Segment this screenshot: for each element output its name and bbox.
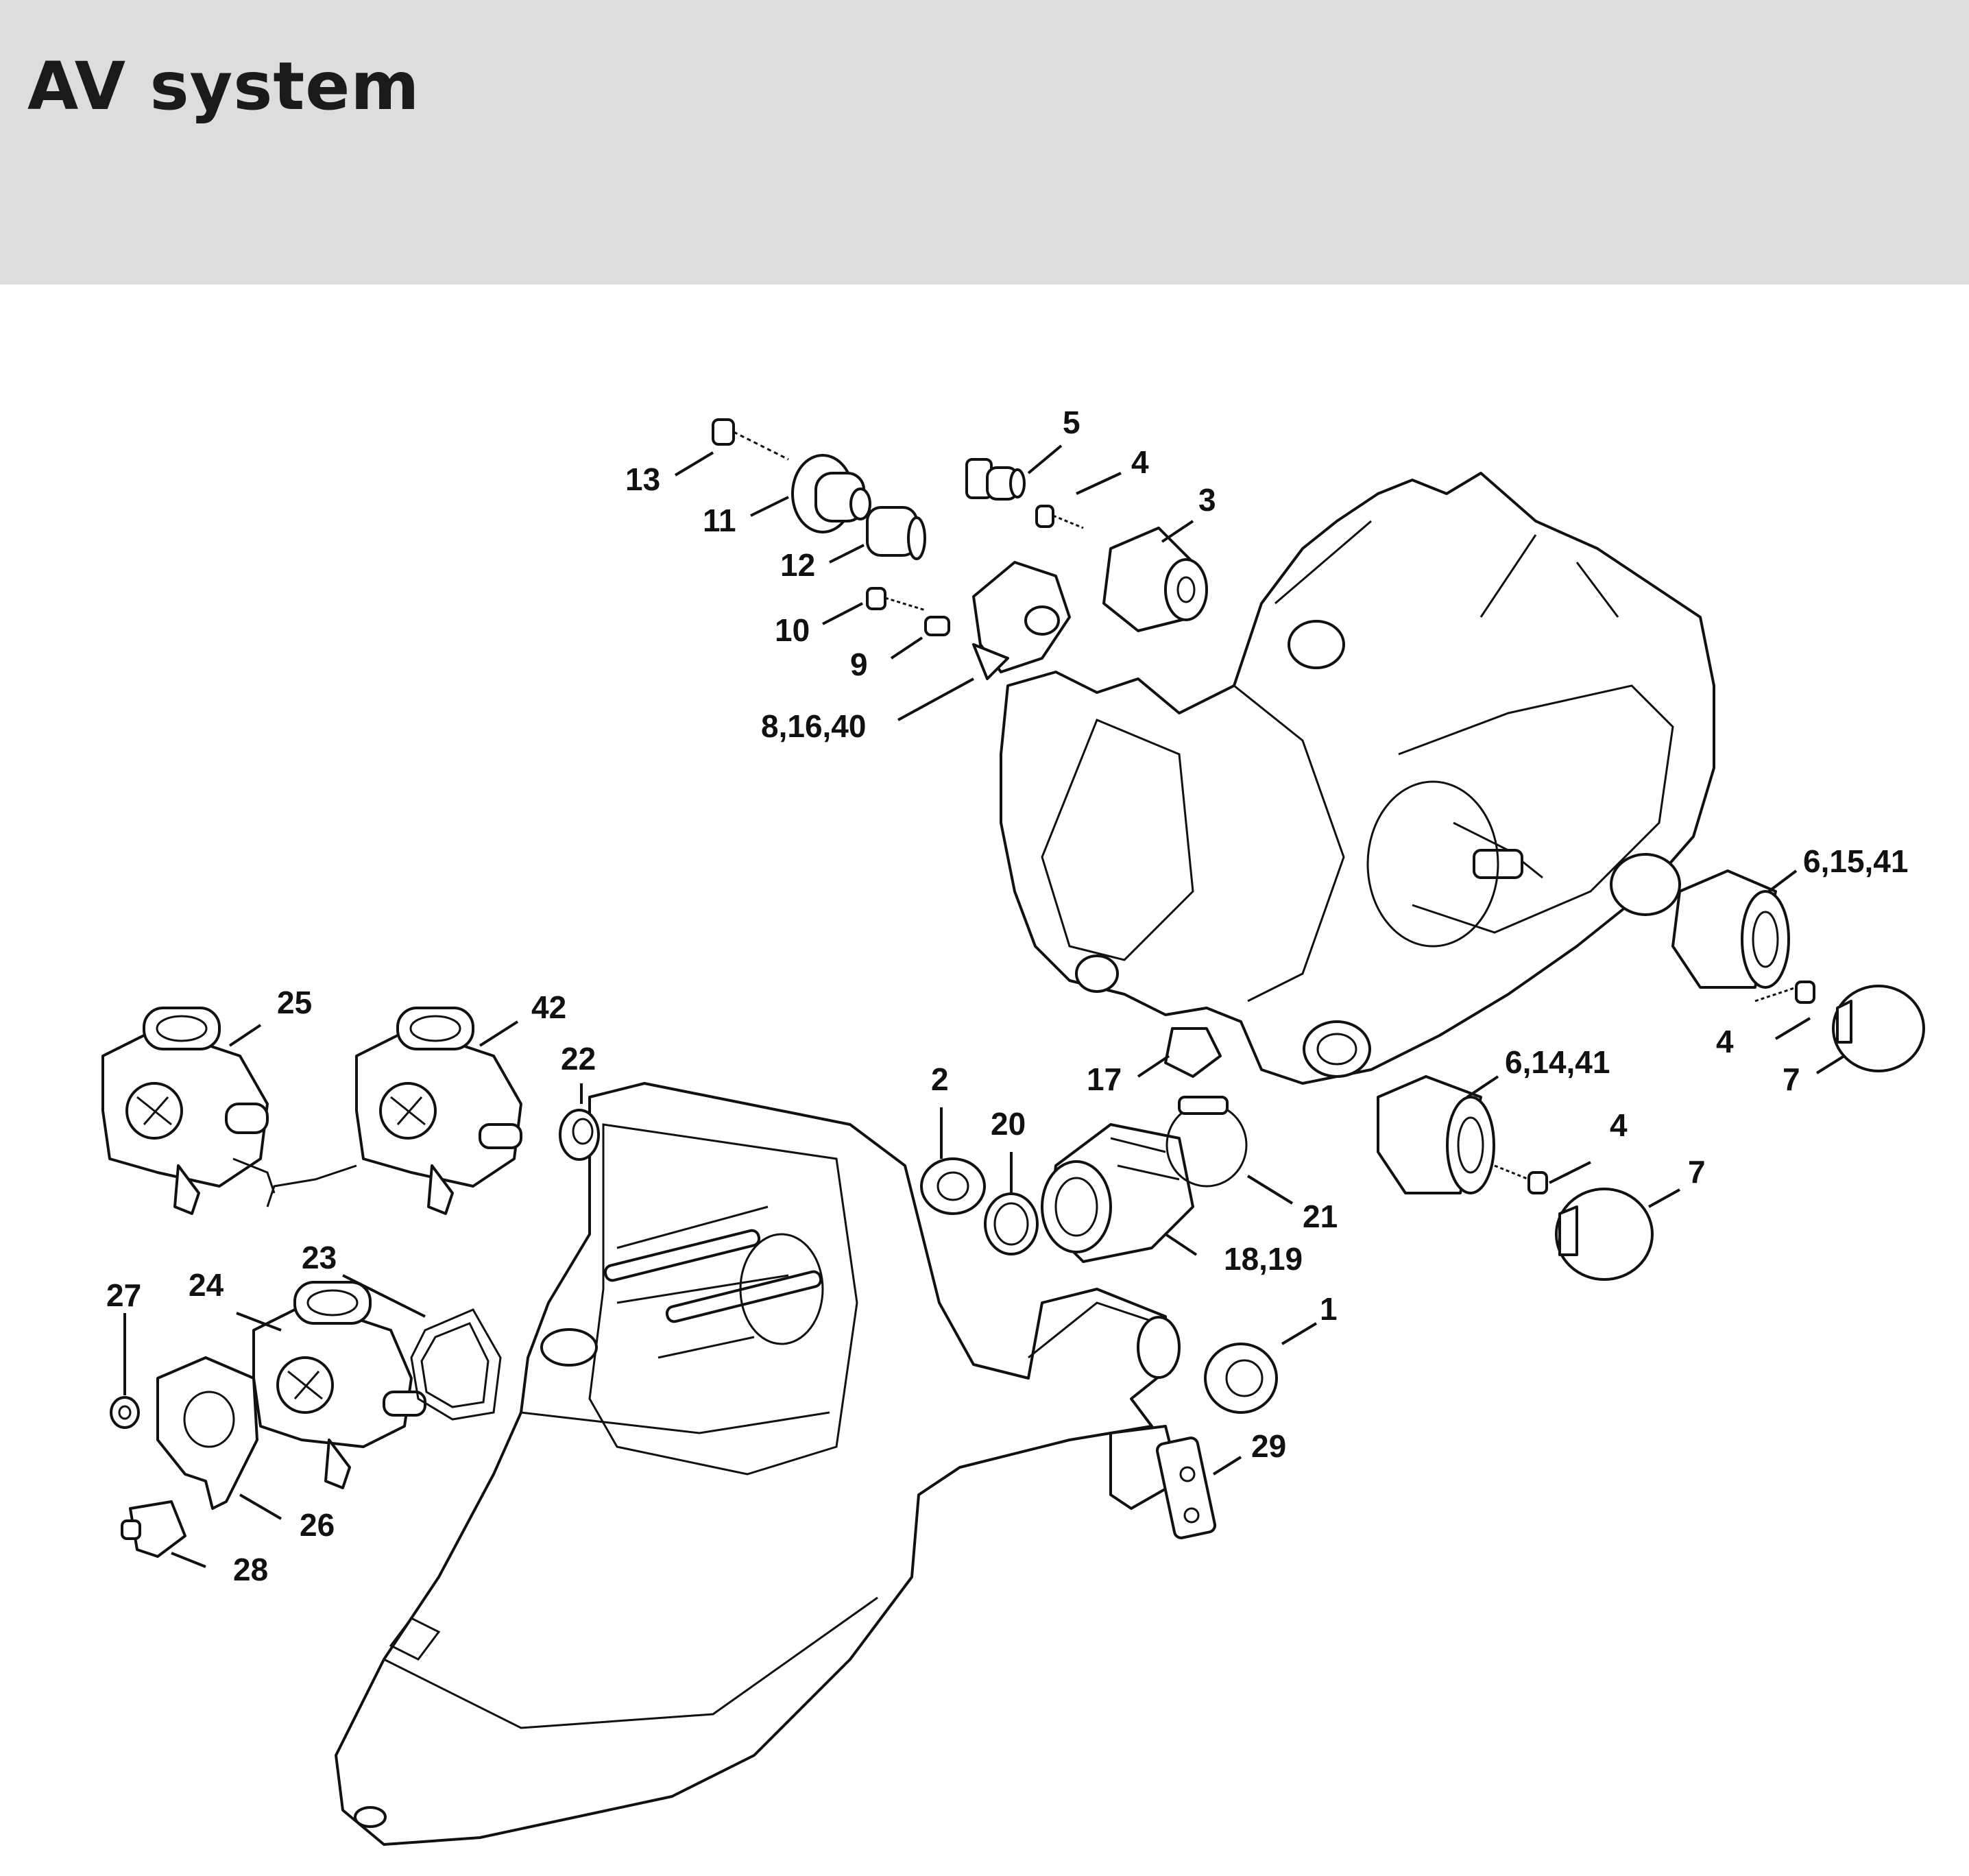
callout-4-lower: 4 [1610, 1107, 1628, 1143]
handle-housing [335, 1082, 1181, 1846]
callout-29: 29 [1251, 1428, 1286, 1464]
callout-8-16-40: 8,16,40 [761, 708, 866, 744]
callout-28: 28 [233, 1552, 268, 1587]
screw-13 [712, 418, 789, 461]
callout-24: 24 [189, 1267, 224, 1303]
grommet-22 [559, 1109, 600, 1161]
callout-6-14-41: 6,14,41 [1505, 1044, 1610, 1080]
callout-7-lower: 7 [1688, 1154, 1706, 1190]
intake-18-19 [1041, 1123, 1194, 1263]
gasket-23 [410, 1308, 502, 1421]
plate-26 [156, 1356, 258, 1510]
screw-4-right [1754, 981, 1815, 1004]
callout-4-top: 4 [1131, 444, 1149, 480]
callout-7-upper: 7 [1783, 1061, 1800, 1097]
buffer-29 [1109, 1425, 1217, 1539]
callout-20: 20 [991, 1106, 1026, 1142]
plug-17 [1164, 1027, 1222, 1078]
pin-9 [924, 616, 950, 636]
crankcase [1000, 472, 1715, 1085]
sleeve-12 [866, 506, 926, 560]
callout-22: 22 [561, 1041, 596, 1077]
buffer-3 [1102, 527, 1208, 632]
callout-23: 23 [302, 1240, 337, 1275]
screw-4-lower [1494, 1164, 1548, 1194]
callout-17: 17 [1087, 1061, 1122, 1097]
nut-27 [110, 1396, 140, 1429]
page-title: AV system [27, 48, 420, 125]
callout-9: 9 [850, 647, 868, 682]
callout-21: 21 [1303, 1199, 1338, 1234]
callout-labels: 13 11 12 10 9 8,16,40 5 4 3 6,15,41 4 7 … [106, 405, 1908, 1587]
cap-7-upper [1832, 985, 1925, 1072]
callout-5: 5 [1063, 405, 1080, 440]
screw-4-top [1035, 505, 1084, 529]
callout-12: 12 [780, 547, 815, 583]
callout-18-19: 18,19 [1224, 1241, 1303, 1277]
buffer-28 [121, 1500, 186, 1558]
screw-10 [866, 587, 926, 612]
carburetor-24 [252, 1281, 426, 1489]
header-band: AV system [0, 0, 1969, 285]
carburetor-25 [101, 1007, 276, 1215]
callout-25: 25 [277, 985, 312, 1020]
callout-3: 3 [1198, 482, 1216, 518]
callout-10: 10 [775, 612, 810, 648]
bracket-8 [972, 561, 1071, 680]
buffer-6-upper [1671, 869, 1790, 989]
buffer-6-lower [1377, 1075, 1495, 1194]
callout-6-15-41: 6,15,41 [1803, 843, 1908, 879]
clamp-21 [1165, 1096, 1248, 1188]
callout-42: 42 [531, 989, 566, 1025]
callout-11: 11 [703, 503, 736, 538]
washer-11 [791, 454, 871, 533]
callout-26: 26 [300, 1507, 335, 1543]
callout-27: 27 [106, 1277, 141, 1313]
cap-7-lower [1555, 1188, 1654, 1281]
ring-1 [1204, 1343, 1278, 1414]
callout-1: 1 [1320, 1291, 1338, 1327]
callout-4-right: 4 [1716, 1024, 1734, 1059]
ring-20 [984, 1192, 1039, 1255]
carburetor-42 [266, 1007, 522, 1215]
leader-lines [123, 444, 1846, 1568]
callout-2: 2 [931, 1061, 949, 1097]
callout-13: 13 [625, 461, 660, 497]
ring-2 [920, 1157, 986, 1215]
stop-5 [965, 458, 1026, 501]
